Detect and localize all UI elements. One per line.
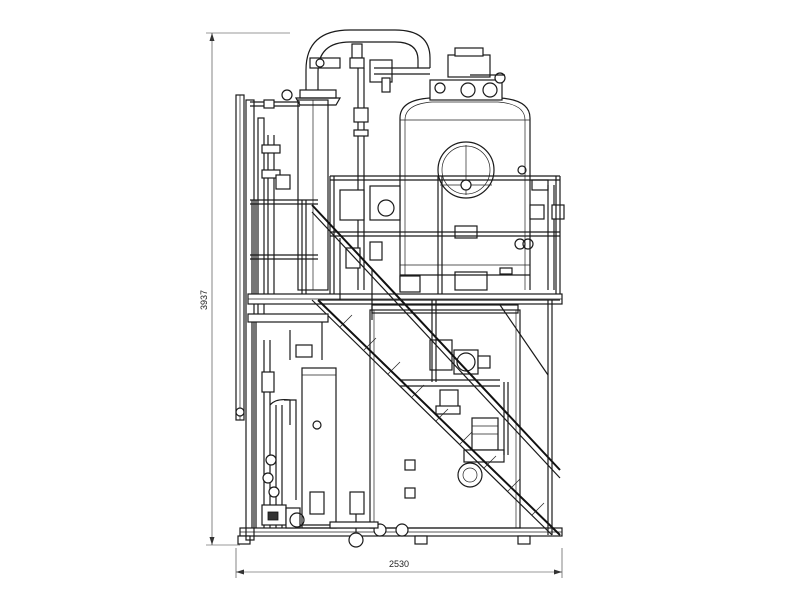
vapour-pipe-loop [294, 29, 431, 290]
lower-landing [247, 313, 329, 528]
bottom-valves [300, 491, 409, 548]
width-dimension [235, 548, 563, 578]
lower-vessel [369, 304, 521, 529]
height-dimension-label: 3937 [199, 290, 209, 310]
height-dimension [206, 32, 290, 546]
width-dimension-label: 2530 [389, 559, 409, 569]
left-column [297, 99, 337, 529]
main-vessel [399, 47, 565, 291]
stairway [311, 204, 561, 536]
